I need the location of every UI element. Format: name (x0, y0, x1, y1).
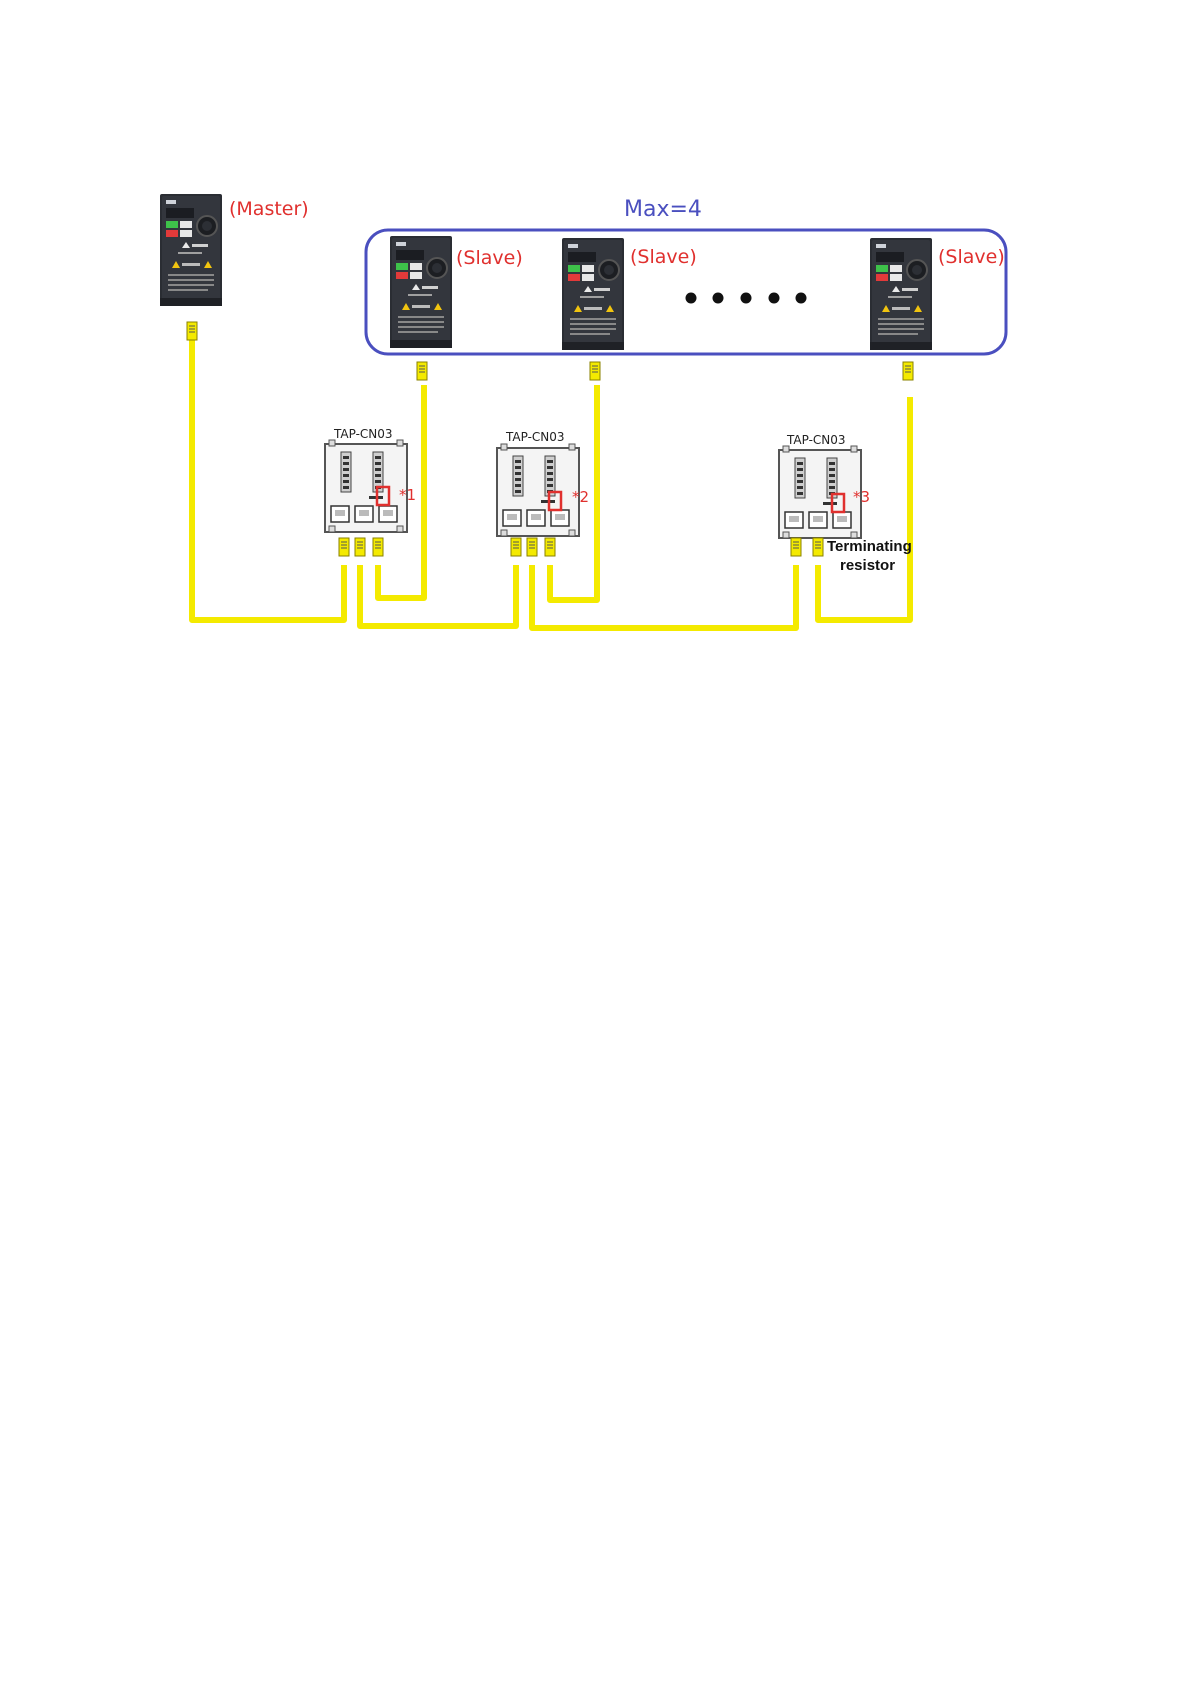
slave-drive-1 (390, 236, 452, 380)
cable-plug-icon (903, 362, 913, 380)
cable-plug-icon (791, 538, 801, 556)
mark-2: *2 (572, 488, 589, 506)
inverter-drive-icon (870, 238, 932, 350)
tap-label-3: TAP-CN03 (786, 433, 846, 447)
cable-tap2-tap3 (532, 565, 796, 628)
cable-plug-icon (187, 322, 197, 340)
master-label: (Master) (229, 198, 309, 220)
tap-cn03-terminal-box-icon (497, 444, 579, 536)
mark-3: *3 (853, 488, 870, 506)
cable-plug-icon (339, 538, 349, 556)
mark-1: *1 (399, 486, 416, 504)
slave-drive-2 (562, 238, 624, 380)
tap-label-2: TAP-CN03 (505, 430, 565, 444)
inverter-drive-icon (562, 238, 624, 350)
tap-cn03-terminal-box-icon (325, 440, 407, 532)
tap-box-2: TAP-CN03 *2 (497, 430, 589, 556)
tap-label-1: TAP-CN03 (333, 427, 393, 441)
tap-box-3: TAP-CN03 *3 Terminating resistor (779, 433, 912, 574)
cable-plug-icon (813, 538, 823, 556)
slave-drive-3 (870, 238, 932, 380)
cable-plug-icon (511, 538, 521, 556)
terminating-label-line1: Terminating (827, 538, 912, 555)
slave-label-2: (Slave) (630, 246, 697, 268)
tap-box-1: TAP-CN03 *1 (325, 427, 416, 556)
inverter-drive-icon (160, 194, 222, 306)
cable-master-tap1 (192, 340, 344, 620)
cable-plug-icon (355, 538, 365, 556)
inverter-drive-icon (390, 236, 452, 348)
slave-label-1: (Slave) (456, 247, 523, 269)
cable-plug-icon (373, 538, 383, 556)
master-drive (160, 194, 222, 340)
cable-plug-icon (417, 362, 427, 380)
slave-label-3: (Slave) (938, 246, 1005, 268)
terminating-label-line2: resistor (840, 557, 895, 574)
cable-plug-icon (545, 538, 555, 556)
tap-cn03-terminal-box-icon (779, 446, 861, 538)
cable-plug-icon (527, 538, 537, 556)
cable-plug-icon (590, 362, 600, 380)
max-label: Max=4 (624, 197, 702, 222)
ellipsis-dots-icon (686, 293, 807, 304)
